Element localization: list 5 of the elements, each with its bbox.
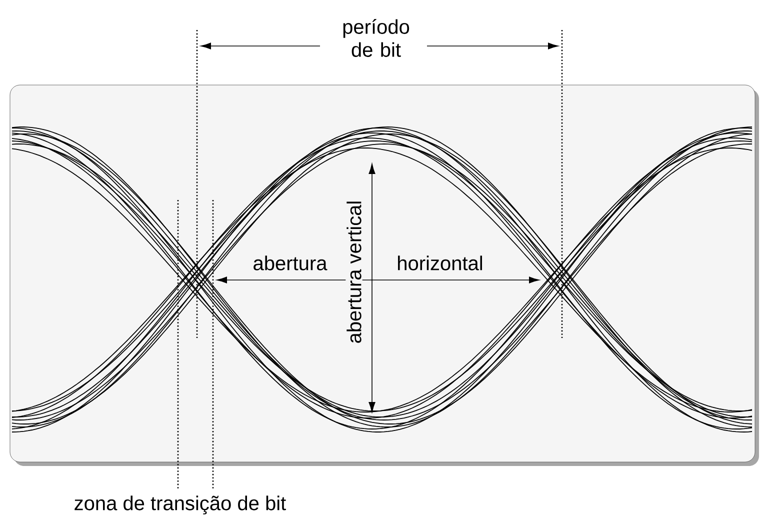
dimension-label: período de bit (343, 19, 410, 57)
zone-label: zona de transição de bit (74, 496, 286, 514)
dimension-label: abertura (254, 256, 328, 270)
dimension-label: abertura vertical (346, 199, 362, 345)
dimension-label: horizontal (398, 256, 482, 270)
